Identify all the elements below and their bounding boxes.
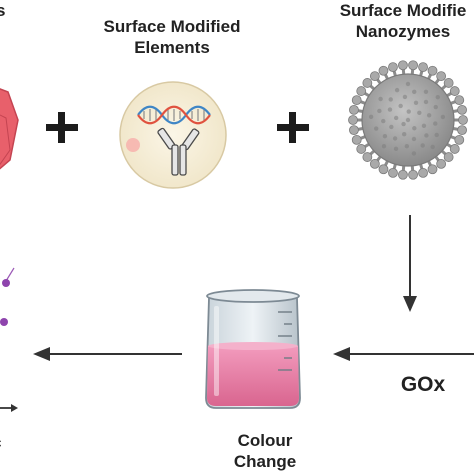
beaker-icon [205, 289, 301, 409]
elements-label-line-1: Surface Modified [103, 17, 241, 36]
colour-change-line-1: Colour [237, 431, 293, 450]
crystal-icon [0, 88, 19, 170]
plus-icon [277, 112, 309, 143]
partial-label-bottom-left: c [0, 432, 12, 453]
surface-modified-nanozymes-label: Surface Modifie Nanozymes [318, 0, 474, 42]
gox-label: GOx [400, 373, 446, 396]
surface-modified-elements-label: Surface Modified Elements [72, 16, 272, 58]
plus-icon [46, 112, 78, 143]
arrow-icon [0, 404, 18, 412]
colour-change-line-2: Change [233, 452, 297, 471]
arrow-icon [33, 347, 182, 361]
arrow-icon [333, 347, 474, 361]
purple-dot-icon [0, 267, 15, 326]
partial-label-top-left: s [0, 1, 6, 20]
nanozymes-label-line-1: Surface Modifie [339, 1, 467, 20]
arrow-icon [403, 215, 417, 312]
dna-antibody-icon [119, 81, 227, 189]
colour-change-label: Colour Change [200, 430, 330, 472]
elements-label-line-2: Elements [134, 38, 210, 57]
nanozymes-label-line-2: Nanozymes [355, 22, 451, 41]
nanozyme-particle-icon [348, 60, 468, 180]
